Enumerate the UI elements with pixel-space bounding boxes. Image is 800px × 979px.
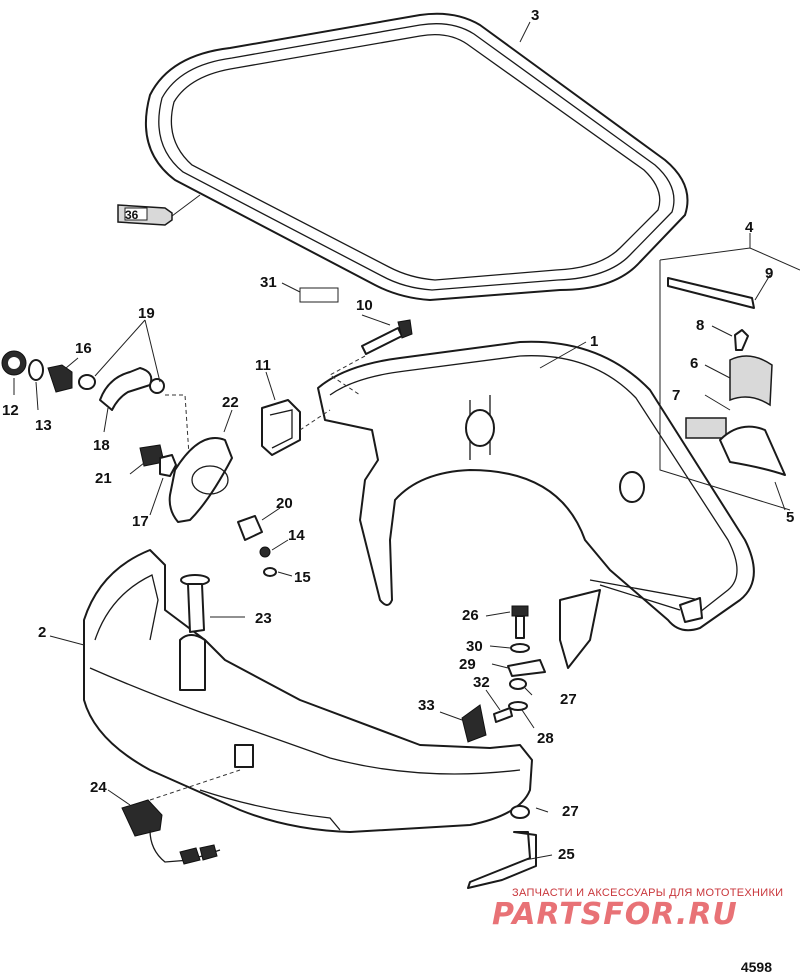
watermark-tagline: ЗАПЧАСТИ И АКСЕССУАРЫ ДЛЯ МОТОТЕХНИКИ [512, 887, 784, 899]
side-cowl-part-1 [317, 340, 755, 669]
callout-22: 22 [222, 394, 239, 411]
callout-29: 29 [459, 656, 476, 673]
tube-part-23 [180, 574, 245, 633]
callout-27b: 27 [562, 803, 579, 820]
hardware-stack [485, 605, 546, 729]
callout-18: 18 [93, 437, 110, 454]
callout-20: 20 [276, 495, 293, 512]
screw-part-10 [329, 314, 413, 396]
clip-parts-32-33 [439, 689, 513, 743]
callout-labels: 1 2 3 4 5 6 7 8 9 10 11 12 13 14 15 16 1… [2, 7, 794, 863]
callout-27a: 27 [560, 691, 577, 708]
grommet-assembly [1, 350, 79, 411]
hose-part-18 [78, 319, 191, 471]
callout-16: 16 [75, 340, 92, 357]
fitting-parts-20-14-15 [237, 507, 293, 577]
callout-36: 36 [125, 208, 139, 222]
callout-26: 26 [462, 607, 479, 624]
callout-31: 31 [260, 274, 277, 291]
callout-2: 2 [38, 624, 46, 641]
watermark-logo: PARTSFOR.RU [492, 897, 738, 932]
callout-6: 6 [690, 355, 698, 372]
callout-8: 8 [696, 317, 704, 334]
decal-part-31 [281, 282, 339, 303]
callout-11: 11 [255, 357, 271, 374]
callout-15: 15 [294, 569, 311, 586]
callout-14: 14 [288, 527, 305, 544]
callout-4: 4 [745, 219, 754, 236]
callout-9: 9 [765, 265, 773, 282]
sealant-tube-part-36 [117, 194, 201, 226]
callout-19: 19 [138, 305, 155, 322]
lever-part-25 [467, 805, 553, 889]
side-cowl-part-2 [49, 549, 533, 833]
callout-3: 3 [531, 7, 539, 24]
callout-24: 24 [90, 779, 107, 796]
bracket-part-11 [261, 371, 331, 456]
callout-1: 1 [590, 333, 598, 350]
callout-25: 25 [558, 846, 575, 863]
callout-30: 30 [466, 638, 483, 655]
switch-part-24 [107, 769, 241, 865]
callout-10: 10 [356, 297, 373, 314]
callout-32: 32 [473, 674, 490, 691]
figure-number: 4598 [740, 959, 772, 975]
callout-17: 17 [132, 513, 149, 530]
callout-5: 5 [786, 509, 794, 526]
callout-12: 12 [2, 402, 19, 419]
kit-group-part-4 [659, 233, 800, 511]
cowl-seal-part-3 [144, 12, 689, 301]
callout-33: 33 [418, 697, 435, 714]
callout-7: 7 [672, 387, 680, 404]
callout-21: 21 [95, 470, 112, 487]
callout-23: 23 [255, 610, 272, 627]
access-door-part-22 [129, 409, 233, 523]
callout-13: 13 [35, 417, 52, 434]
callout-28: 28 [537, 730, 554, 747]
